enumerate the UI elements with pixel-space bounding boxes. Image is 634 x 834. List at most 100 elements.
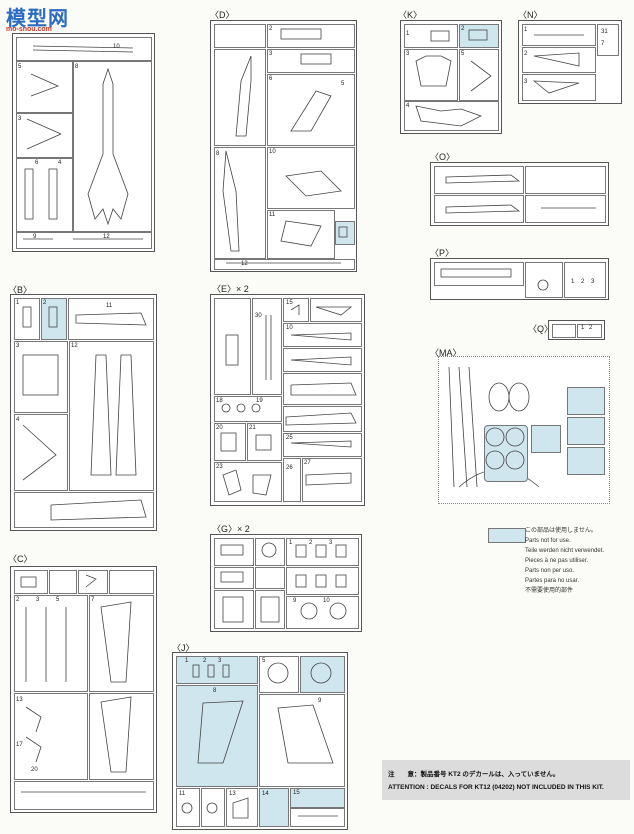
part-number: 3 bbox=[16, 343, 20, 349]
sprue-a-cell-top bbox=[16, 37, 152, 61]
sprue-label-j: 〈J〉 bbox=[172, 643, 195, 653]
sprue-o-cell-3 bbox=[434, 195, 524, 223]
sprue-d: 2 3 5 6 8 10 11 12 bbox=[210, 20, 357, 272]
part-number: 31 bbox=[601, 29, 608, 35]
sprue-ma-unused-2 bbox=[567, 417, 605, 445]
part-number: 12 bbox=[103, 234, 110, 240]
part-number: 5 bbox=[341, 81, 345, 87]
sprue-label-o: 〈O〉 bbox=[430, 152, 456, 162]
sprue-k-cell-4 bbox=[404, 101, 499, 131]
sprue-c-cell-2 bbox=[49, 570, 77, 594]
part-number: 20 bbox=[31, 767, 38, 773]
logo-name: 模型网 bbox=[6, 8, 69, 30]
sprue-e-parts bbox=[220, 304, 357, 496]
sprue-g-cell-8 bbox=[255, 590, 285, 629]
sprue-ma-wheels bbox=[485, 427, 525, 470]
sprue-c-cell-tail-1 bbox=[89, 595, 154, 692]
part-number: 3 bbox=[218, 658, 222, 664]
sprue-e-cell-15 bbox=[302, 458, 362, 502]
sprue-p: 1 2 3 bbox=[430, 258, 609, 300]
sprue-g-cell-2 bbox=[255, 538, 285, 566]
part-number: 2 bbox=[524, 51, 528, 57]
sprue-label-g: 〈G〉× 2 bbox=[212, 524, 250, 534]
sprue-label-e: 〈E〉× 2 bbox=[212, 284, 249, 294]
sprue-j-unused-right bbox=[300, 656, 345, 693]
part-number: 1 bbox=[16, 300, 20, 306]
sprue-k-cell-2 bbox=[404, 49, 458, 101]
part-number: 7 bbox=[601, 41, 605, 47]
part-number: 12 bbox=[71, 343, 78, 349]
sprue-b-cell-4 bbox=[14, 414, 68, 491]
sprue-d-cell-3 bbox=[267, 49, 355, 73]
sprue-label-d: 〈D〉 bbox=[210, 10, 235, 20]
part-number: 8 bbox=[75, 64, 79, 70]
sprue-g: 1 2 3 9 10 bbox=[210, 534, 362, 632]
sprue-e-cell-11 bbox=[247, 423, 282, 461]
part-number: 2 bbox=[43, 300, 47, 306]
sprue-b: 1 2 3 4 11 12 bbox=[10, 294, 157, 531]
sprue-b-cell-unused bbox=[41, 298, 67, 340]
part-number: 3 bbox=[591, 279, 595, 285]
sprue-k-cell-3 bbox=[459, 49, 499, 101]
part-number: 30 bbox=[255, 313, 262, 319]
sprue-e-cell-2 bbox=[252, 298, 282, 395]
sprue-c-cell-bottom bbox=[14, 781, 154, 810]
sprue-b-cell-fuselage bbox=[69, 341, 154, 491]
part-number: 1 bbox=[571, 279, 575, 285]
sprue-k: 1 2 3 4 5 bbox=[400, 20, 502, 134]
sprue-ma-unused-4 bbox=[531, 425, 561, 453]
sprue-d-cell-bottom bbox=[214, 259, 355, 270]
part-number: 2 bbox=[309, 540, 313, 546]
part-number: 4 bbox=[58, 160, 62, 166]
sprue-j-cell-2 bbox=[176, 788, 200, 827]
sprue-g-cell-7 bbox=[214, 590, 254, 629]
sprue-q: 1 2 bbox=[548, 320, 605, 340]
sprue-e-cell-1 bbox=[214, 298, 251, 395]
part-number: 3 bbox=[524, 79, 528, 85]
sprue-label-c: 〈C〉 bbox=[8, 554, 33, 564]
sprue-label-n: 〈N〉 bbox=[518, 10, 543, 20]
sprue-ma bbox=[438, 356, 610, 504]
sprue-p-cell-2 bbox=[525, 262, 563, 298]
part-number: 1 bbox=[581, 325, 585, 331]
part-number: 3 bbox=[18, 116, 22, 122]
sprue-d-cell-6 bbox=[267, 210, 335, 259]
legend-line-ja: この部品は使用しません。 bbox=[525, 528, 597, 534]
sprue-c-cell-3 bbox=[78, 570, 108, 594]
part-number: 2 bbox=[269, 26, 273, 32]
part-number: 5 bbox=[461, 51, 465, 57]
part-number: 2 bbox=[461, 26, 465, 32]
sprue-e-cell-10 bbox=[214, 423, 246, 461]
part-number: 1 bbox=[524, 27, 528, 33]
sprue-g-cell-3 bbox=[286, 538, 359, 566]
part-number: 3 bbox=[36, 597, 40, 603]
sprue-g-cell-5 bbox=[255, 567, 285, 589]
part-number: 6 bbox=[269, 76, 273, 82]
legend-text: この部品は使用しません。 Parts not for use. Teile we… bbox=[525, 526, 604, 596]
part-number: 25 bbox=[286, 435, 293, 441]
part-number: 5 bbox=[262, 658, 266, 664]
sprue-p-cell-1 bbox=[434, 262, 524, 286]
part-number: 2 bbox=[16, 597, 20, 603]
part-number: 1 bbox=[185, 658, 189, 664]
part-number: 1 bbox=[406, 31, 410, 37]
part-number: 14 bbox=[262, 791, 269, 797]
part-number: 5 bbox=[56, 597, 60, 603]
sprue-j-cell-1 bbox=[259, 656, 299, 693]
part-number: 10 bbox=[113, 44, 120, 50]
part-number: 3 bbox=[269, 51, 273, 57]
part-number: 19 bbox=[256, 398, 263, 404]
sprue-ma-unused-3 bbox=[567, 447, 605, 475]
sprue-j: 1 2 3 5 8 9 11 13 14 15 bbox=[172, 652, 348, 830]
part-number: 13 bbox=[229, 791, 236, 797]
part-number: 2 bbox=[581, 279, 585, 285]
attention-notice: 注 意：製品番号 KT2 のデカールは、入っていません。 ATTENTION :… bbox=[382, 760, 630, 800]
watermark-logo: 模型网 mo-shou.com bbox=[2, 2, 74, 38]
sprue-a-cell-left-1 bbox=[16, 61, 73, 113]
part-number: 27 bbox=[304, 460, 311, 466]
sprue-d-cell-2 bbox=[267, 24, 355, 48]
sprue-e-cell-5 bbox=[283, 323, 362, 347]
sprue-q-cell-2 bbox=[577, 324, 602, 338]
part-number: 21 bbox=[249, 425, 256, 431]
part-number: 15 bbox=[293, 790, 300, 796]
